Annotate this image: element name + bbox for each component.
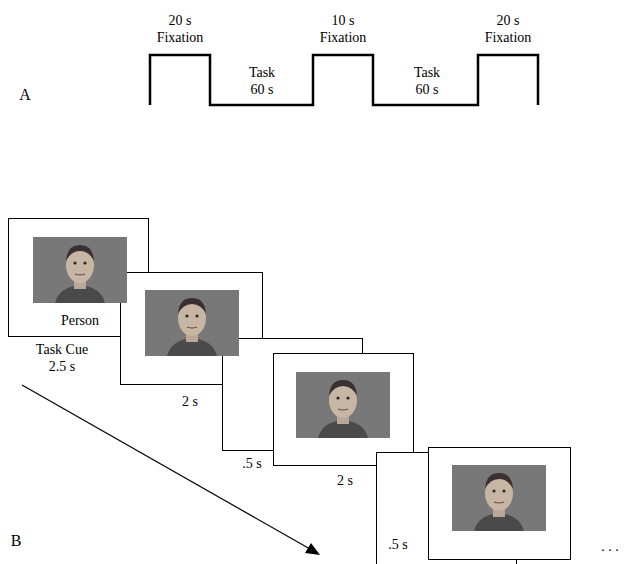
duration-label: Task Cue 2.5 s (30, 341, 94, 375)
phase-label: 20 s Fixation (477, 12, 539, 46)
ellipsis: . . . (601, 538, 619, 555)
face-photo (452, 465, 546, 531)
frame (274, 354, 414, 466)
duration-label: .5 s (242, 455, 261, 472)
phase-label: Task 60 s (242, 64, 282, 98)
face-photo (145, 290, 239, 356)
arrow-head (305, 543, 320, 555)
face-photo (33, 237, 127, 303)
duration-label: 2 s (337, 472, 353, 489)
duration-label: 2 s (182, 393, 198, 410)
cue-word: Person (61, 312, 99, 329)
phase-label: Task 60 s (407, 64, 447, 98)
panel-letter: B (11, 532, 22, 549)
duration-label: .5 s (388, 536, 407, 553)
panel-letter: A (19, 86, 31, 103)
frame (429, 448, 571, 560)
time-arrow (22, 385, 310, 549)
phase-label: 20 s Fixation (149, 12, 211, 46)
face-photo (296, 372, 390, 438)
block-timeline (150, 55, 538, 105)
phase-label: 10 s Fixation (312, 12, 374, 46)
